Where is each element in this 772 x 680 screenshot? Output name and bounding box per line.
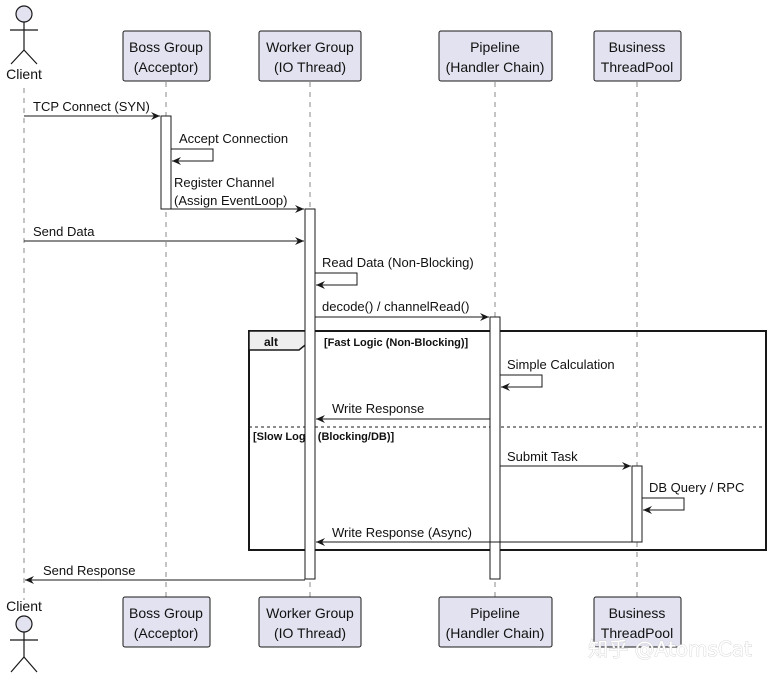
business-label-line1: Business	[609, 39, 666, 55]
worker-bottom-line1: Worker Group	[266, 605, 354, 621]
accept-connection-label: Accept Connection	[179, 131, 288, 146]
register-channel-label-line1: Register Channel	[174, 175, 275, 190]
alt-frame-tag: alt	[264, 335, 278, 349]
business-box-top: Business ThreadPool	[593, 30, 682, 82]
client-actor-bottom: Client	[6, 598, 42, 673]
db-query-label: DB Query / RPC	[649, 480, 744, 495]
pipeline-label-line1: Pipeline	[470, 39, 520, 55]
boss-label-line2: (Acceptor)	[134, 59, 199, 75]
watermark-text: 知乎 @AtomsCat	[588, 637, 752, 661]
db-query-arrow	[642, 497, 685, 514]
business-box-bottom: Business ThreadPool	[593, 596, 682, 648]
send-response-label: Send Response	[43, 563, 136, 578]
worker-label-line2: (IO Thread)	[274, 59, 346, 75]
worker-activation	[304, 208, 316, 580]
simple-calculation-arrow	[500, 374, 543, 391]
business-activation	[631, 465, 643, 543]
register-channel-label-line2: (Assign EventLoop)	[174, 193, 287, 208]
business-bottom-line1: Business	[609, 605, 666, 621]
tcp-connect-label: TCP Connect (SYN)	[33, 99, 150, 114]
decode-label: decode() / channelRead()	[322, 299, 469, 314]
pipeline-box-top: Pipeline (Handler Chain)	[438, 30, 553, 82]
slow-logic-condition: [Slow Logic (Blocking/DB)]	[253, 431, 394, 443]
pipeline-label-line2: (Handler Chain)	[446, 59, 545, 75]
simple-calculation-label: Simple Calculation	[507, 357, 615, 372]
read-data-arrow	[315, 272, 358, 289]
activations	[160, 115, 643, 580]
boss-box-bottom: Boss Group (Acceptor)	[122, 596, 211, 648]
accept-connection-arrow	[171, 148, 214, 165]
read-data-label: Read Data (Non-Blocking)	[322, 255, 474, 270]
boss-bottom-line2: (Acceptor)	[134, 625, 199, 641]
boss-label-line1: Boss Group	[129, 39, 203, 55]
client-label-bottom: Client	[6, 598, 42, 614]
write-response-label: Write Response	[332, 401, 424, 416]
fast-logic-condition: [Fast Logic (Non-Blocking)]	[324, 337, 469, 349]
pipeline-bottom-line2: (Handler Chain)	[446, 625, 545, 641]
pipeline-activation	[489, 316, 501, 580]
worker-label-line1: Worker Group	[266, 39, 354, 55]
worker-box-top: Worker Group (IO Thread)	[258, 30, 362, 82]
business-bottom-line2: ThreadPool	[601, 625, 673, 641]
business-label-line2: ThreadPool	[601, 59, 673, 75]
pipeline-bottom-line1: Pipeline	[470, 605, 520, 621]
submit-task-label: Submit Task	[507, 449, 578, 464]
boss-bottom-line1: Boss Group	[129, 605, 203, 621]
worker-bottom-line2: (IO Thread)	[274, 625, 346, 641]
send-data-label: Send Data	[33, 224, 95, 239]
pipeline-box-bottom: Pipeline (Handler Chain)	[438, 596, 553, 648]
client-actor-top: Client	[6, 5, 42, 82]
worker-box-bottom: Worker Group (IO Thread)	[258, 596, 362, 648]
messages: TCP Connect (SYN) Accept Connection Regi…	[24, 99, 744, 584]
alt-frame: alt [Fast Logic (Non-Blocking)] [Slow Lo…	[248, 330, 767, 551]
client-label-top: Client	[6, 66, 42, 82]
write-response-async-label: Write Response (Async)	[332, 525, 472, 540]
boss-box-top: Boss Group (Acceptor)	[122, 30, 211, 82]
boss-activation	[160, 115, 172, 210]
